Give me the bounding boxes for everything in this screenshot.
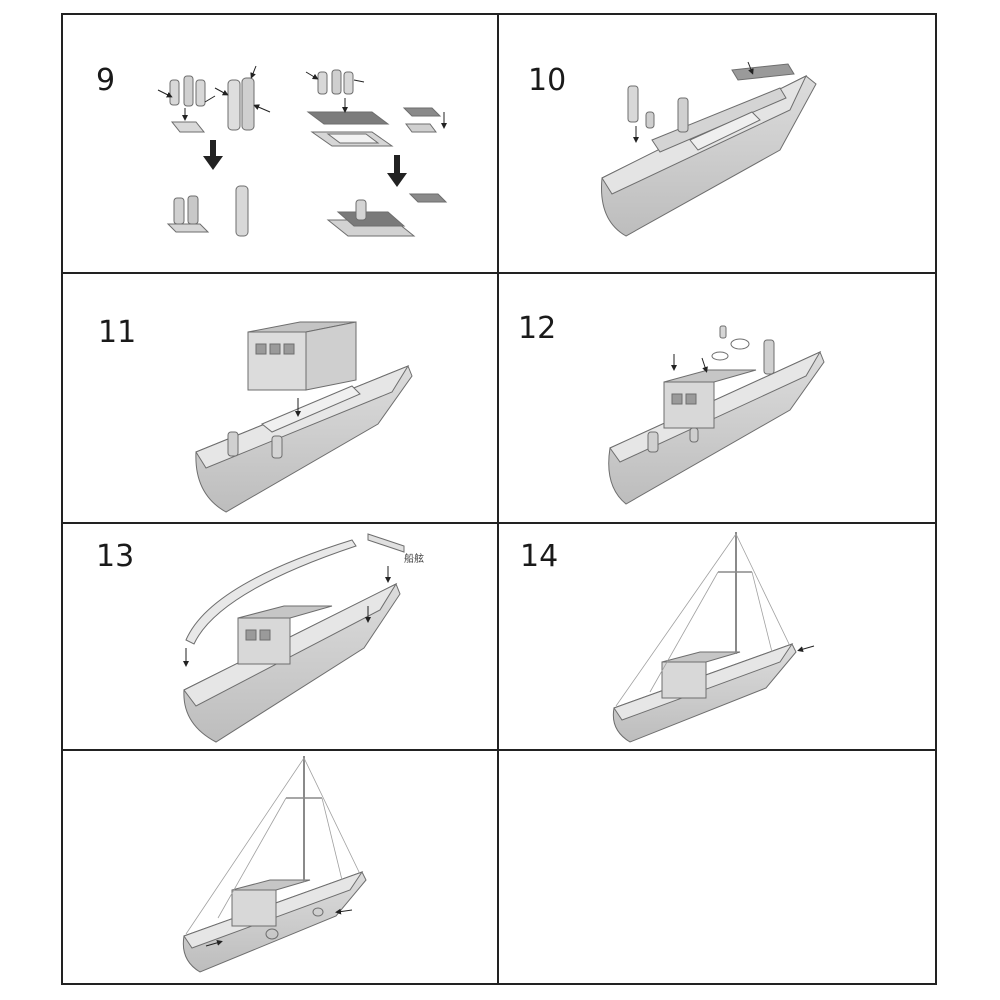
- step-13-illustration: [183, 533, 405, 743]
- step-11-illustration: [195, 321, 413, 513]
- step-14-illustration: [612, 532, 815, 743]
- bollard-parts: [157, 75, 216, 133]
- step-number-12: 12: [518, 311, 557, 346]
- step-12-illustration: [608, 325, 825, 505]
- step-9-illustration: [157, 65, 448, 237]
- step-number-10: 10: [528, 63, 567, 98]
- step-number-14: 14: [520, 539, 559, 574]
- step-number-13: 13: [96, 539, 135, 574]
- stack-part: [214, 65, 271, 131]
- step-number-9: 9: [96, 63, 116, 98]
- step-number-11: 11: [98, 315, 137, 350]
- assembled-hatch: [326, 193, 448, 237]
- step-10-illustration: [601, 61, 817, 237]
- final-boat-illustration: [182, 756, 367, 973]
- assembled-bollards: [166, 185, 249, 237]
- hatch-parts: [305, 69, 447, 147]
- rail-part-label: 船舷: [404, 554, 424, 565]
- panel-grid: [61, 13, 937, 985]
- assembly-arrows: [203, 140, 407, 187]
